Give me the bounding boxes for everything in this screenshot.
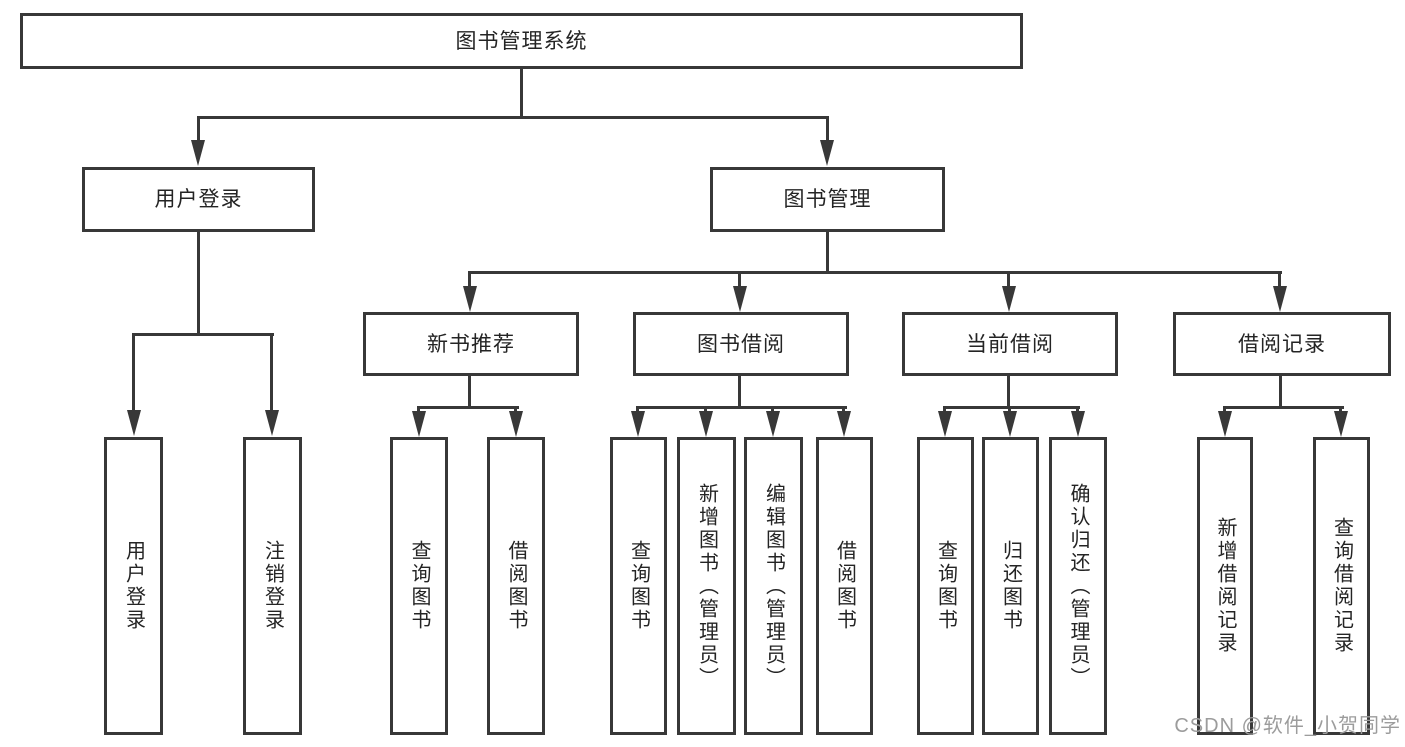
connector-arrow-stem: [270, 333, 273, 411]
arrow-down-icon: [1003, 411, 1017, 437]
arrow-down-icon: [1218, 411, 1232, 437]
arrow-down-icon: [265, 410, 279, 436]
leaf-borrow-borrow-books: 借阅图书: [816, 437, 873, 735]
leaf-borrow-query-books: 查询图书: [610, 437, 667, 735]
leaf-add-book-admin: 新增图书（管理员）: [677, 437, 736, 735]
connector-book-borrow-hline: [636, 406, 847, 409]
connector-root-stem: [520, 67, 523, 119]
arrow-down-icon: [766, 411, 780, 437]
arrow-down-icon: [820, 140, 834, 166]
connector-current-borrow-hline: [943, 406, 1080, 409]
connector-arrow-stem: [132, 333, 135, 411]
connector-book-mgmt-hline: [469, 271, 1282, 274]
connector-level1-hline: [197, 116, 829, 119]
arrow-down-icon: [938, 411, 952, 437]
leaf-newbook-query-books-label: 查询图书: [408, 540, 430, 632]
connector-arrow-book-mgmt-stem: [826, 116, 829, 144]
arrow-down-icon: [1334, 411, 1348, 437]
leaf-confirm-return-admin-label: 确认归还（管理员）: [1067, 482, 1089, 690]
arrow-down-icon: [733, 286, 747, 312]
leaf-return-books: 归还图书: [982, 437, 1039, 735]
leaf-current-query-books: 查询图书: [917, 437, 974, 735]
leaf-logout: 注销登录: [243, 437, 302, 735]
connector-arrow-stem: [771, 406, 774, 414]
connector-arrow-stem: [1008, 406, 1011, 414]
leaf-return-books-label: 归还图书: [999, 540, 1022, 632]
leaf-edit-book-admin: 编辑图书（管理员）: [744, 437, 803, 735]
arrow-down-icon: [463, 286, 477, 312]
leaf-query-borrow-record: 查询借阅记录: [1313, 437, 1370, 735]
connector-arrow-stem: [1076, 406, 1079, 414]
leaf-newbook-borrow-books: 借阅图书: [487, 437, 545, 735]
leaf-user-login-label: 用户登录: [122, 540, 145, 632]
leaf-user-login: 用户登录: [104, 437, 163, 735]
connector-arrow-stem: [1007, 271, 1010, 287]
leaf-current-query-books-label: 查询图书: [934, 540, 957, 632]
leaf-edit-book-admin-label: 编辑图书（管理员）: [762, 482, 785, 690]
node-book-borrow-label: 图书借阅: [697, 332, 785, 356]
connector-arrow-stem: [514, 406, 517, 414]
csdn-watermark: CSDN @软件_小贺同学: [1174, 715, 1401, 737]
arrow-down-icon: [191, 140, 205, 166]
connector-borrow-records-stem: [1279, 374, 1282, 409]
connector-arrow-stem: [704, 406, 707, 414]
connector-book-mgmt-stem: [826, 231, 829, 274]
arrow-down-icon: [412, 411, 426, 437]
arrow-down-icon: [837, 411, 851, 437]
node-library-system: 图书管理系统: [20, 13, 1023, 69]
node-new-book-recommend-label: 新书推荐: [427, 332, 515, 356]
connector-arrow-user-login-stem: [197, 116, 200, 144]
node-borrow-records: 借阅记录: [1173, 312, 1391, 376]
arrow-down-icon: [699, 411, 713, 437]
connector-arrow-stem: [1223, 406, 1226, 414]
connector-borrow-records-hline: [1223, 406, 1344, 409]
leaf-logout-label: 注销登录: [261, 540, 284, 632]
connector-arrow-stem: [417, 406, 420, 414]
leaf-confirm-return-admin: 确认归还（管理员）: [1049, 437, 1107, 735]
arrow-down-icon: [1002, 286, 1016, 312]
connector-arrow-stem: [468, 271, 471, 287]
arrow-down-icon: [1273, 286, 1287, 312]
arrow-down-icon: [1071, 411, 1085, 437]
node-library-system-label: 图书管理系统: [455, 29, 588, 53]
node-book-management: 图书管理: [710, 167, 945, 232]
arrow-down-icon: [127, 410, 141, 436]
connector-arrow-stem: [842, 406, 845, 414]
leaf-newbook-query-books: 查询图书: [390, 437, 448, 735]
node-user-login-label: 用户登录: [154, 188, 243, 211]
connector-book-borrow-stem: [738, 374, 741, 409]
connector-arrow-stem: [1339, 406, 1342, 414]
connector-arrow-stem: [943, 406, 946, 414]
node-current-borrow: 当前借阅: [902, 312, 1118, 376]
leaf-add-book-admin-label: 新增图书（管理员）: [695, 482, 718, 690]
leaf-newbook-borrow-books-label: 借阅图书: [505, 540, 527, 632]
arrow-down-icon: [509, 411, 523, 437]
connector-new-book-stem: [468, 374, 471, 409]
connector-current-borrow-stem: [1007, 374, 1010, 409]
node-current-borrow-label: 当前借阅: [966, 332, 1054, 356]
node-book-management-label: 图书管理: [783, 188, 872, 211]
connector-user-login-hline: [133, 333, 274, 336]
connector-arrow-stem: [636, 406, 639, 414]
arrow-down-icon: [631, 411, 645, 437]
connector-arrow-stem: [738, 271, 741, 287]
node-borrow-records-label: 借阅记录: [1238, 332, 1326, 356]
leaf-add-borrow-record-label: 新增借阅记录: [1214, 517, 1236, 655]
connector-user-login-stem: [197, 231, 200, 336]
leaf-borrow-borrow-books-label: 借阅图书: [833, 540, 856, 632]
node-book-borrow: 图书借阅: [633, 312, 849, 376]
leaf-add-borrow-record: 新增借阅记录: [1197, 437, 1253, 735]
node-user-login: 用户登录: [82, 167, 315, 232]
node-new-book-recommend: 新书推荐: [363, 312, 579, 376]
connector-new-book-hline: [417, 406, 519, 409]
leaf-borrow-query-books-label: 查询图书: [627, 540, 650, 632]
leaf-query-borrow-record-label: 查询借阅记录: [1330, 517, 1353, 655]
connector-arrow-stem: [1278, 271, 1281, 287]
